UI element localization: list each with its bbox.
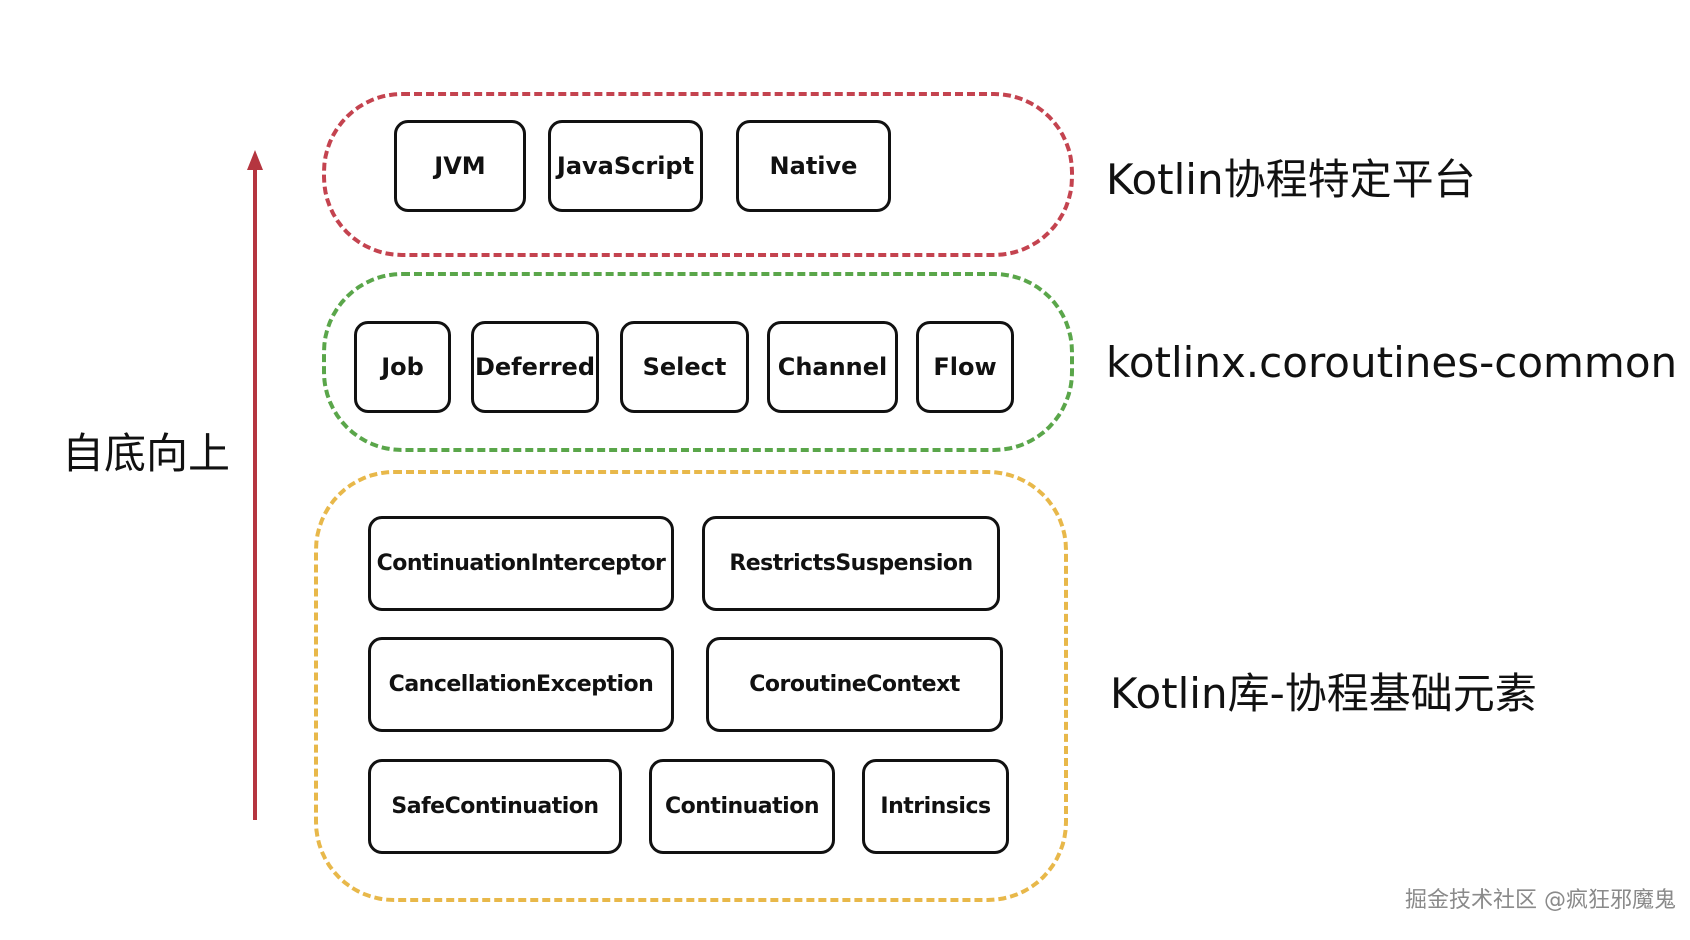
- channel-box: Channel: [767, 321, 898, 413]
- direction-label: 自底向上: [62, 429, 231, 478]
- continuation-box: Continuation: [649, 759, 835, 854]
- platform-layer-group: JVM JavaScript Native: [322, 92, 1074, 257]
- cancellation-exception-box: CancellationException: [368, 637, 674, 732]
- flow-box: Flow: [916, 321, 1014, 413]
- jvm-box: JVM: [394, 120, 526, 212]
- base-layer-group: ContinuationInterceptor RestrictsSuspens…: [314, 470, 1068, 902]
- safe-continuation-box: SafeContinuation: [368, 759, 622, 854]
- common-layer-group: Job Deferred Select Channel Flow: [322, 272, 1074, 452]
- platform-layer-label: Kotlin协程特定平台: [1106, 155, 1476, 204]
- javascript-box: JavaScript: [548, 120, 703, 212]
- watermark: 掘金技术社区 @疯狂邪魔鬼: [1405, 888, 1676, 913]
- select-box: Select: [620, 321, 749, 413]
- native-box: Native: [736, 120, 891, 212]
- job-box: Job: [354, 321, 451, 413]
- intrinsics-box: Intrinsics: [862, 759, 1009, 854]
- continuation-interceptor-box: ContinuationInterceptor: [368, 516, 674, 611]
- coroutine-context-box: CoroutineContext: [706, 637, 1003, 732]
- base-layer-label: Kotlin库-协程基础元素: [1110, 669, 1537, 718]
- common-layer-label: kotlinx.coroutines-common: [1106, 338, 1678, 387]
- deferred-box: Deferred: [471, 321, 599, 413]
- restricts-suspension-box: RestrictsSuspension: [702, 516, 1000, 611]
- bottom-up-arrow: [247, 150, 263, 820]
